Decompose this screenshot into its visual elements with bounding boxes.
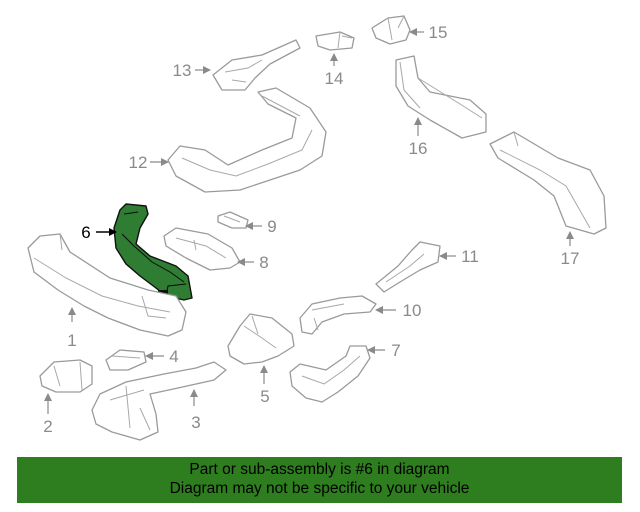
part-7-duct[interactable] <box>289 345 371 403</box>
banner-line-2: Diagram may not be specific to your vehi… <box>169 480 470 497</box>
banner-line-1: Part or sub-assembly is #6 in diagram <box>189 461 450 478</box>
callout-7: 7 <box>391 341 400 360</box>
callout-15: 15 <box>429 23 448 42</box>
callout-2: 2 <box>43 417 52 436</box>
part-3-duct[interactable] <box>91 361 227 441</box>
callout-17: 17 <box>561 249 580 268</box>
part-12-duct[interactable] <box>167 87 327 193</box>
part-11-duct[interactable] <box>375 241 441 293</box>
callout-14: 14 <box>325 69 344 88</box>
callout-12: 12 <box>129 153 148 172</box>
part-10-duct[interactable] <box>299 295 377 335</box>
part-16-duct[interactable] <box>395 55 487 139</box>
part-15-connector[interactable] <box>371 15 411 45</box>
part-17-duct[interactable] <box>489 131 607 235</box>
info-banner: Part or sub-assembly is #6 in diagram Di… <box>17 457 622 503</box>
part-2-duct[interactable] <box>39 359 93 393</box>
part-4-duct[interactable] <box>105 349 147 371</box>
callout-labels: 1 2 3 4 5 6 7 8 9 10 11 12 13 14 15 16 1… <box>43 23 579 436</box>
callout-8: 8 <box>259 253 268 272</box>
part-1-duct[interactable] <box>27 233 187 337</box>
part-8-duct[interactable] <box>163 227 241 271</box>
callout-16: 16 <box>409 139 428 158</box>
callout-5: 5 <box>260 387 269 406</box>
callout-13: 13 <box>173 61 192 80</box>
callout-4: 4 <box>169 347 178 366</box>
leader-lines <box>44 28 574 414</box>
callout-9: 9 <box>267 217 276 236</box>
callout-3: 3 <box>191 413 200 432</box>
parts-diagram: 1 2 3 4 5 6 7 8 9 10 11 12 13 14 15 16 1… <box>27 15 607 441</box>
callout-11: 11 <box>461 247 479 266</box>
part-14-connector[interactable] <box>315 31 355 51</box>
part-5-duct[interactable] <box>227 313 295 365</box>
callout-6: 6 <box>81 223 90 242</box>
callout-1: 1 <box>67 331 76 350</box>
part-9-clip[interactable] <box>217 211 249 229</box>
callout-10: 10 <box>403 301 422 320</box>
part-13-duct[interactable] <box>212 39 301 91</box>
